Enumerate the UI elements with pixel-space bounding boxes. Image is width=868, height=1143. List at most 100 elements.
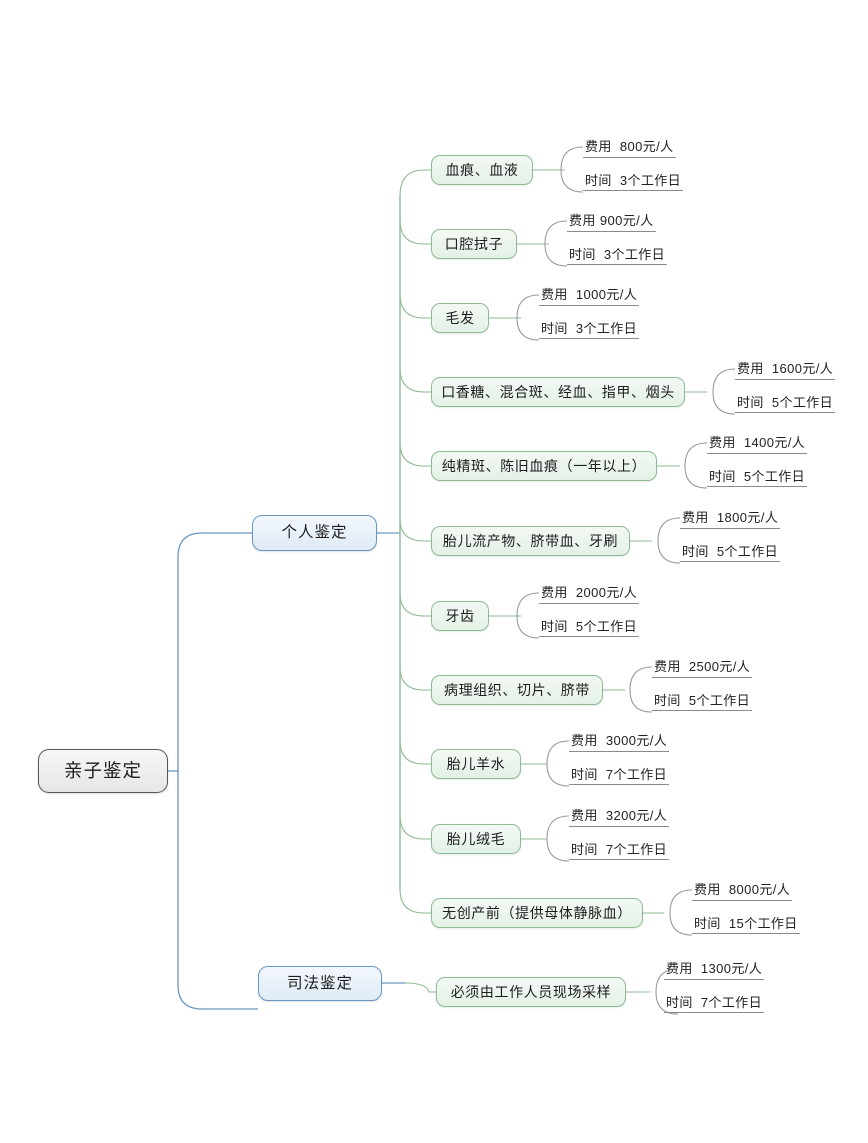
branch-node-judicial[interactable]: 司法鉴定 [258,966,382,1001]
time-prefix: 时间 [541,618,568,634]
time-prefix: 时间 [654,692,681,708]
detail-group: 费用 1400元/人 时间 5个工作日 [707,434,808,488]
sample-node[interactable]: 牙齿 [431,601,489,631]
time-value: 5个工作日 [716,543,779,559]
time-value: 15个工作日 [728,915,798,931]
time-text: 时间 7个工作日 [569,841,670,861]
sample-node-label: 病理组织、切片、脐带 [444,682,590,698]
time-text: 时间 5个工作日 [680,543,781,563]
time-prefix: 时间 [571,841,598,857]
fee-value: 3200元/人 [605,808,668,823]
time-text: 时间 3个工作日 [583,172,684,192]
fee-text: 费用 2000元/人 [539,584,640,604]
detail-group: 费用 1800元/人 时间 5个工作日 [680,509,781,563]
detail-group: 费用 800元/人 时间 3个工作日 [583,138,684,192]
fee-value: 800元/人 [619,139,674,154]
fee-value: 1800元/人 [716,510,779,525]
sample-node-label: 必须由工作人员现场采样 [450,984,612,1000]
fee-prefix: 费用 [682,510,709,525]
detail-group: 费用 8000元/人 时间 15个工作日 [692,881,800,935]
time-prefix: 时间 [571,766,598,782]
sample-node-label: 口香糖、混合斑、经血、指甲、烟头 [441,384,675,400]
sample-node-label: 口腔拭子 [444,236,504,252]
fee-value: 1000元/人 [575,287,638,302]
fee-prefix: 费用 [541,287,568,302]
sample-node-label: 纯精斑、陈旧血痕（一年以上） [441,458,647,474]
fee-prefix: 费用 [571,733,598,748]
time-text: 时间 5个工作日 [652,692,753,712]
fee-value: 1400元/人 [743,435,806,450]
root-node-label: 亲子鉴定 [63,759,142,781]
fee-text: 费用 1600元/人 [735,360,836,380]
detail-group: 费用 3000元/人 时间 7个工作日 [569,732,670,786]
fee-text: 费用 1400元/人 [707,434,808,454]
sample-node[interactable]: 纯精斑、陈旧血痕（一年以上） [431,451,657,481]
time-prefix: 时间 [541,320,568,336]
time-text: 时间 15个工作日 [692,915,800,935]
sample-node[interactable]: 无创产前（提供母体静脉血） [431,898,643,928]
time-text: 时间 7个工作日 [664,994,765,1014]
sample-node-label: 胎儿羊水 [446,756,506,772]
time-value: 7个工作日 [605,841,668,857]
sample-node[interactable]: 毛发 [431,303,489,333]
fee-prefix: 费用 [737,361,764,376]
fee-text: 费用 1000元/人 [539,286,640,306]
time-value: 7个工作日 [605,766,668,782]
sample-node[interactable]: 病理组织、切片、脐带 [431,675,603,705]
sample-node[interactable]: 口腔拭子 [431,229,517,259]
time-text: 时间 3个工作日 [539,320,640,340]
branch-node-personal[interactable]: 个人鉴定 [252,515,377,551]
sample-node-label: 胎儿流产物、脐带血、牙刷 [442,533,619,549]
fee-prefix: 费用 [571,808,598,823]
time-value: 5个工作日 [743,468,806,484]
detail-group: 费用 2000元/人 时间 5个工作日 [539,584,640,638]
sample-node-label: 无创产前（提供母体静脉血） [442,905,632,921]
sample-node[interactable]: 胎儿流产物、脐带血、牙刷 [431,526,630,556]
fee-prefix: 费用 [541,585,568,600]
root-node[interactable]: 亲子鉴定 [38,749,168,793]
sample-node-label: 血痕、血液 [445,162,519,178]
fee-text: 费用 3000元/人 [569,732,670,752]
sample-node[interactable]: 口香糖、混合斑、经血、指甲、烟头 [431,377,685,407]
branch-node-judicial-label: 司法鉴定 [286,974,353,992]
time-text: 时间 5个工作日 [539,618,640,638]
fee-text: 费用 800元/人 [583,138,676,158]
fee-value: 8000元/人 [728,882,791,897]
time-text: 时间 5个工作日 [707,468,808,488]
sample-node[interactable]: 胎儿绒毛 [431,824,521,854]
detail-group: 费用 1300元/人 时间 7个工作日 [664,960,765,1014]
time-text: 时间 5个工作日 [735,394,836,414]
fee-prefix: 费用 [666,961,693,976]
fee-text: 费用 8000元/人 [692,881,793,901]
detail-group: 费用 1600元/人 时间 5个工作日 [735,360,836,414]
time-prefix: 时间 [569,246,596,262]
sample-node[interactable]: 必须由工作人员现场采样 [436,977,626,1007]
detail-group: 费用 2500元/人 时间 5个工作日 [652,658,753,712]
time-prefix: 时间 [682,543,709,559]
fee-prefix: 费用 [709,435,736,450]
sample-node[interactable]: 血痕、血液 [431,155,533,185]
detail-group: 费用 3200元/人 时间 7个工作日 [569,807,670,861]
time-text: 时间 3个工作日 [567,246,668,266]
fee-prefix: 费用 [654,659,681,674]
detail-group: 费用 1000元/人 时间 3个工作日 [539,286,640,340]
time-value: 7个工作日 [700,994,763,1010]
fee-text: 费用 900元/人 [567,212,656,232]
fee-text: 费用 1300元/人 [664,960,765,980]
sample-node[interactable]: 胎儿羊水 [431,749,521,779]
time-value: 3个工作日 [603,246,666,262]
time-value: 3个工作日 [575,320,638,336]
fee-prefix: 费用 [585,139,612,154]
time-text: 时间 7个工作日 [569,766,670,786]
fee-text: 费用 3200元/人 [569,807,670,827]
fee-prefix: 费用 [694,882,721,897]
time-prefix: 时间 [694,915,721,931]
time-prefix: 时间 [709,468,736,484]
time-value: 3个工作日 [619,172,682,188]
fee-value: 900元/人 [599,213,654,228]
time-prefix: 时间 [737,394,764,410]
detail-group: 费用 900元/人 时间 3个工作日 [567,212,668,266]
fee-text: 费用 1800元/人 [680,509,781,529]
fee-value: 2500元/人 [688,659,751,674]
